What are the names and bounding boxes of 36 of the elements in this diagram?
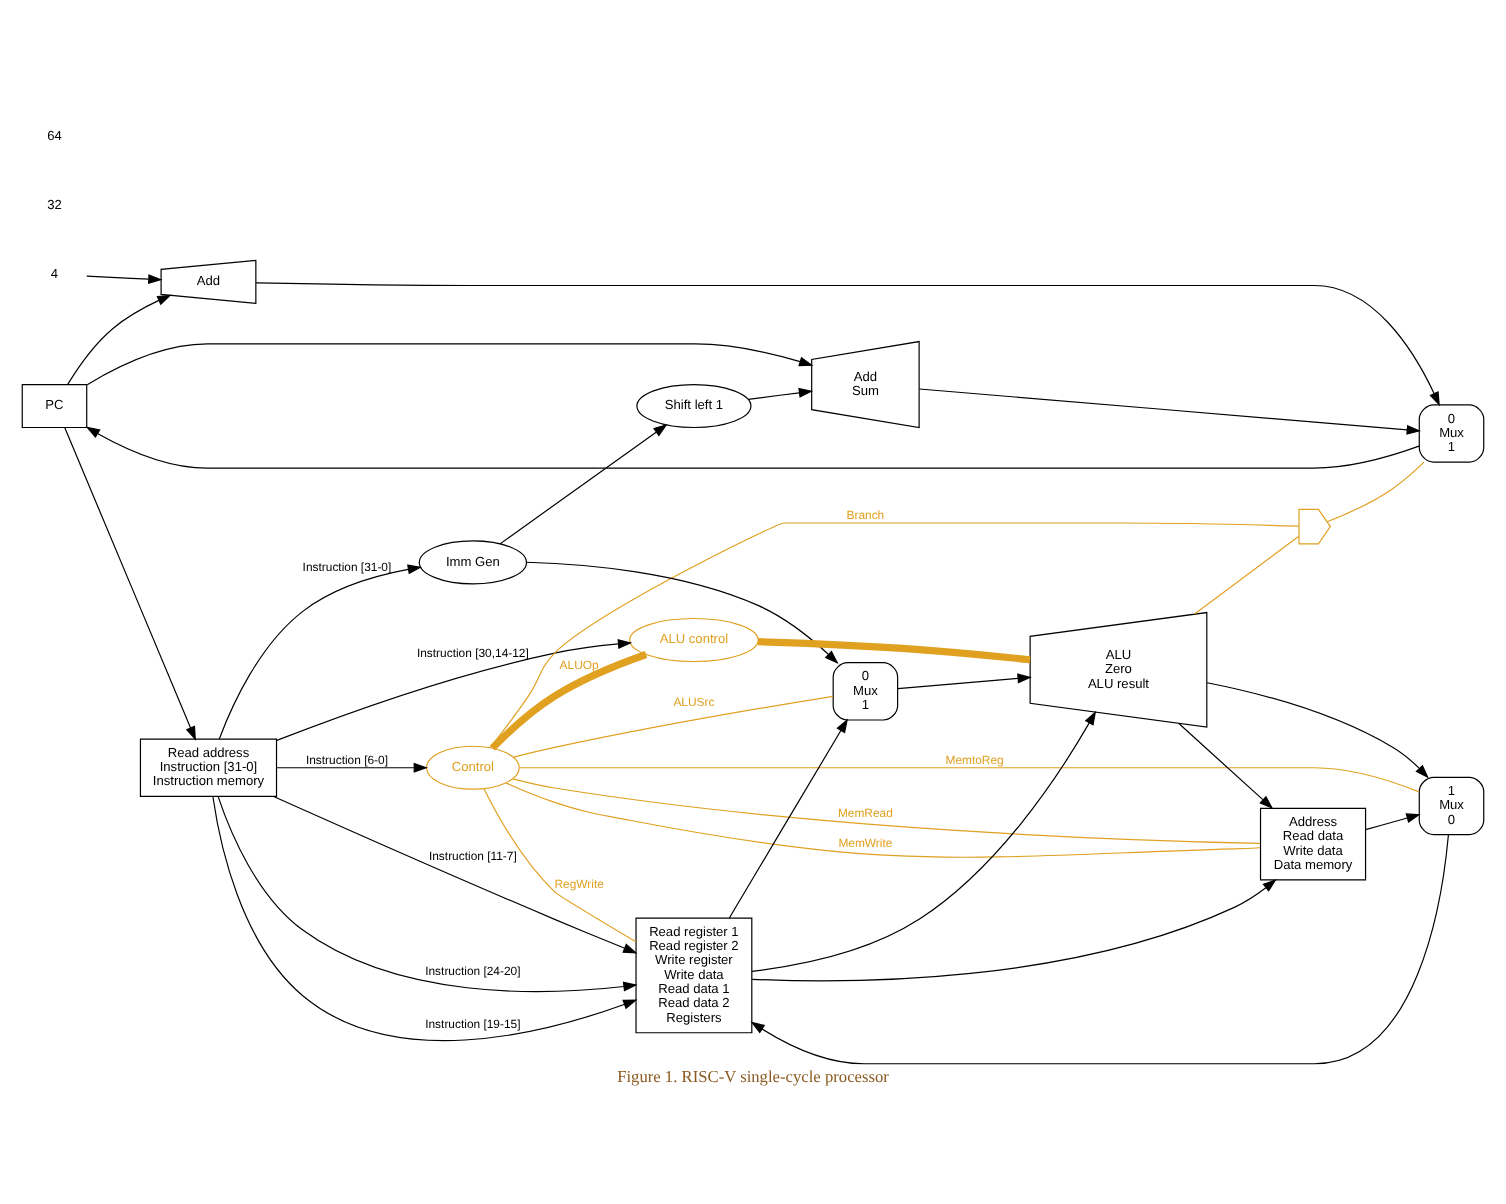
arrow — [1365, 812, 1421, 830]
connector — [483, 787, 637, 942]
arrow — [67, 293, 172, 384]
arrow — [897, 672, 1032, 689]
connector — [489, 650, 648, 750]
node-gate — [1298, 507, 1332, 544]
connector — [757, 637, 1031, 663]
arrow — [64, 426, 196, 740]
arrow — [918, 387, 1421, 434]
connector — [1326, 460, 1425, 522]
arrow — [217, 794, 638, 992]
arrow — [86, 273, 163, 284]
connector — [513, 694, 834, 757]
arrow — [751, 709, 1097, 971]
connector — [512, 777, 1261, 843]
arrow — [218, 563, 423, 739]
arrow — [276, 761, 428, 772]
arrow — [273, 794, 638, 953]
arrow — [526, 560, 839, 663]
arrow — [747, 386, 814, 399]
caption: Figure 1. RISC-V single-cycle processor — [617, 1066, 889, 1085]
arrow — [85, 425, 1420, 468]
arrow — [255, 281, 1440, 406]
arrow — [728, 717, 848, 918]
connector — [505, 781, 1261, 857]
connector — [489, 521, 1300, 748]
connector — [1193, 534, 1300, 614]
arrow — [1206, 681, 1429, 778]
arrow — [212, 794, 638, 1041]
arrow — [1178, 721, 1274, 809]
arrow — [499, 423, 668, 544]
arrow — [276, 638, 633, 740]
arrow — [86, 342, 814, 385]
arrow — [751, 878, 1277, 981]
connector — [519, 766, 1420, 792]
arrow — [750, 833, 1449, 1064]
